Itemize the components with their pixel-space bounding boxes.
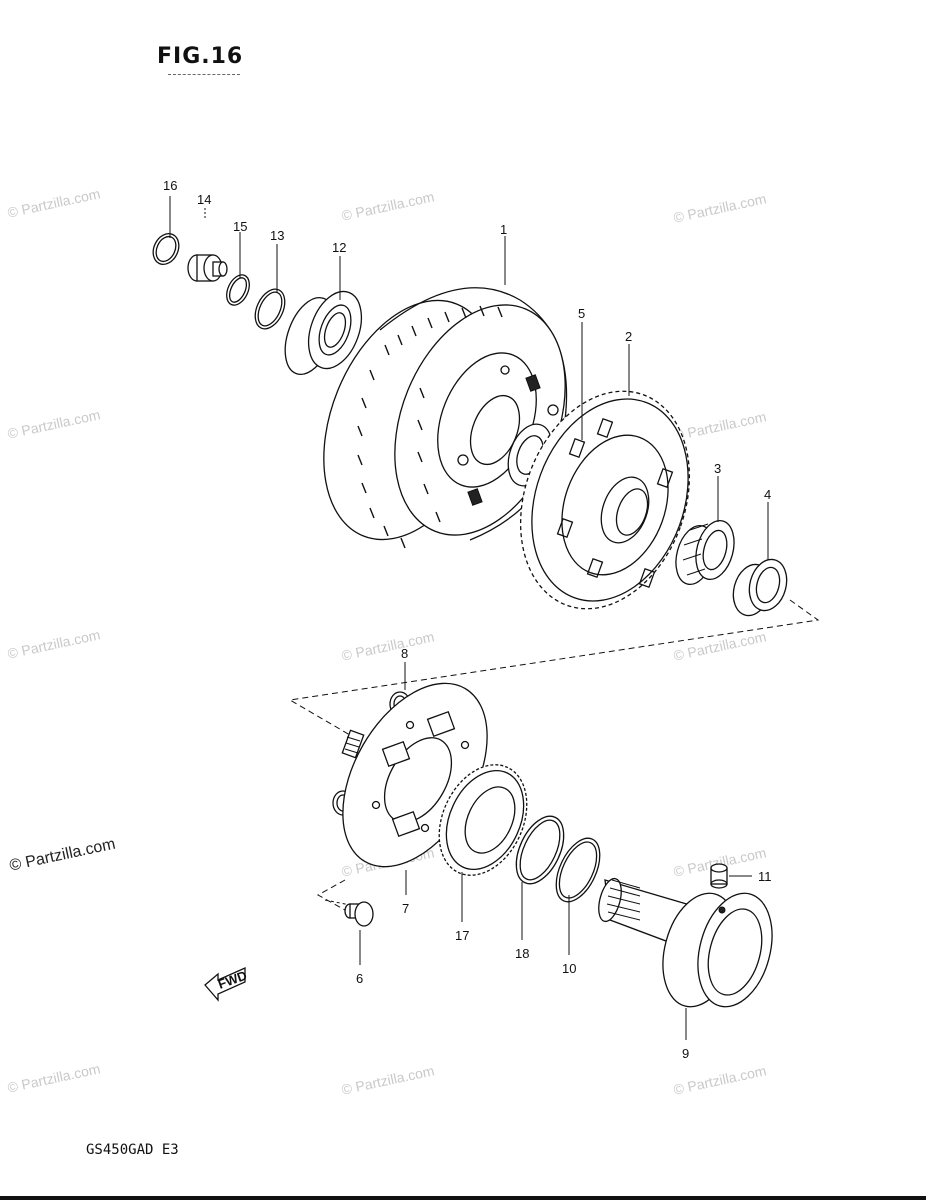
- callout-13: 13: [270, 228, 284, 243]
- part-11-pin: [710, 863, 728, 889]
- part-13-circlip: [254, 288, 286, 330]
- assembly-guide-lines: [288, 599, 820, 911]
- part-2-starter-driven-gear: [519, 390, 691, 610]
- callout-11: 11: [758, 869, 772, 884]
- callout-9: 9: [682, 1046, 689, 1061]
- part-16-circlip: [152, 232, 180, 266]
- callout-4: 4: [764, 487, 771, 502]
- callout-numbers: 16 14 15 13 12 1 5 2 3 4 8 7 6 17 18 10 …: [163, 178, 772, 1061]
- callout-17: 17: [455, 928, 469, 943]
- part-6-bolt: [344, 901, 374, 927]
- callout-5: 5: [578, 306, 585, 321]
- part-3-needle-bearing: [675, 520, 735, 585]
- callout-18: 18: [515, 946, 529, 961]
- part-12-bearing: [284, 290, 363, 375]
- part-14-shaft-stub: [187, 254, 228, 282]
- model-code: GS450GAD E3: [86, 1142, 179, 1158]
- callout-7: 7: [402, 901, 409, 916]
- callout-1: 1: [500, 222, 507, 237]
- callout-10: 10: [562, 961, 576, 976]
- callout-15: 15: [233, 219, 247, 234]
- figure-title: FIG.16: [157, 44, 244, 69]
- callout-3: 3: [714, 461, 721, 476]
- callout-16: 16: [163, 178, 177, 193]
- part-18-circlip: [515, 815, 565, 885]
- callout-8: 8: [401, 646, 408, 661]
- callout-2: 2: [625, 329, 632, 344]
- callout-leaders: [169, 196, 769, 1040]
- part-4-spacer: [732, 558, 788, 617]
- part-10-ring: [555, 837, 601, 903]
- callout-14: 14: [197, 192, 211, 207]
- bottom-border: [0, 1196, 926, 1200]
- part-15-ring: [226, 274, 250, 306]
- callout-6: 6: [356, 971, 363, 986]
- part-17-gear: [438, 764, 528, 876]
- part-9-output-shaft: [598, 877, 773, 1008]
- title-underline: [168, 74, 240, 75]
- forward-direction-arrow: FWD: [204, 966, 249, 1002]
- callout-12: 12: [332, 240, 346, 255]
